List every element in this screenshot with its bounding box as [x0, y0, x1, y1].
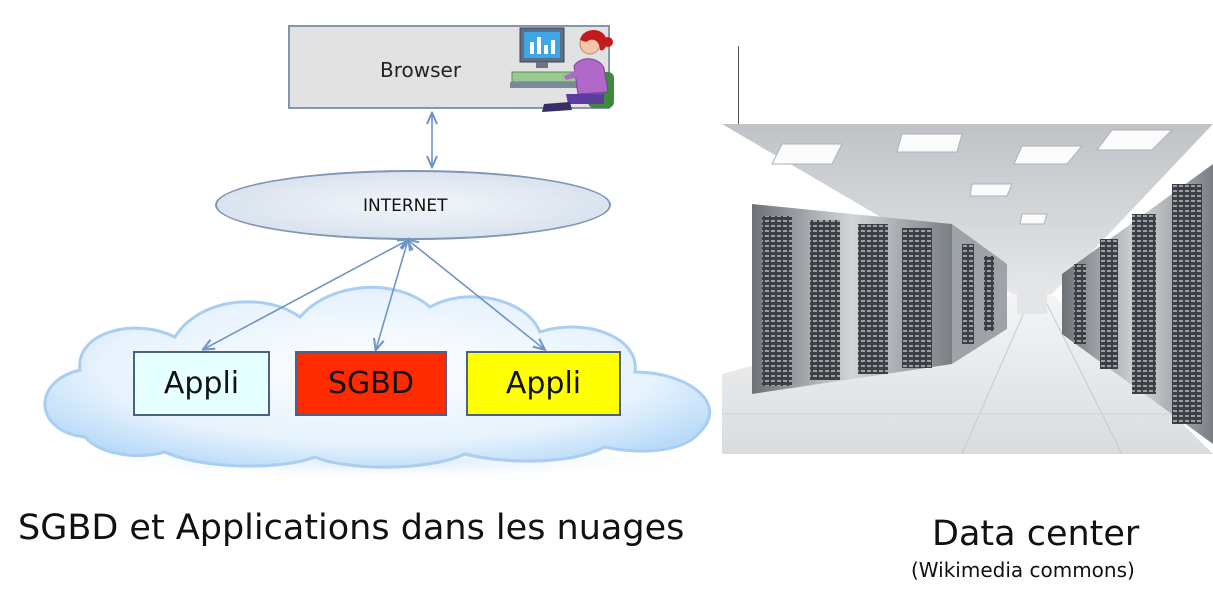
browser-label: Browser [380, 58, 462, 82]
user-at-computer-icon [510, 27, 614, 112]
caption-cloud: SGBD et Applications dans les nuages [18, 508, 685, 548]
appli-box-1-label: Appli [163, 366, 240, 401]
divider-line [738, 46, 739, 126]
caption-credit: (Wikimedia commons) [911, 558, 1135, 582]
caption-data-center: Data center [932, 514, 1140, 554]
sgbd-box: SGBD [295, 351, 447, 416]
appli-box-2-label: Appli [505, 366, 582, 401]
appli-box-1: Appli [133, 351, 270, 416]
data-center-photo [722, 124, 1213, 454]
appli-box-2: Appli [466, 351, 621, 416]
sgbd-box-label: SGBD [328, 366, 414, 401]
internet-label: INTERNET [363, 196, 448, 216]
